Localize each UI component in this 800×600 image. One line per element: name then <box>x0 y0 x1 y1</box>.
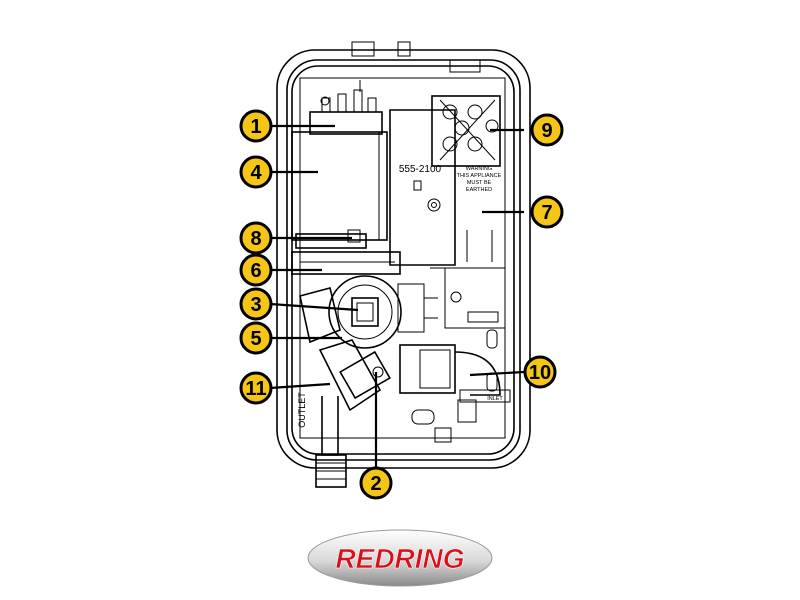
callout-number: 7 <box>541 202 552 224</box>
callout-6: 6 <box>239 253 273 287</box>
callout-number: 3 <box>250 294 261 316</box>
warning-line: THIS APPLIANCE <box>457 173 502 179</box>
callout-number: 1 <box>250 116 261 138</box>
flow-valve <box>299 275 438 349</box>
callout-number: 8 <box>250 228 261 250</box>
inlet-label: INLET <box>487 396 503 402</box>
warning-line: MUST BE <box>467 180 492 186</box>
thermal-cutout <box>309 80 383 135</box>
leader-lines <box>269 124 525 468</box>
outlet-label: OUTLET <box>297 392 307 428</box>
callout-number: 6 <box>250 260 261 282</box>
model-label: 555-2100 <box>399 164 442 175</box>
logo-text: REDRING <box>335 543 464 574</box>
warning-line: WARNING <box>466 166 492 172</box>
callout-7: 7 <box>530 195 564 229</box>
callout-number: 5 <box>250 328 261 350</box>
warning-line: EARTHED <box>466 187 492 193</box>
callout-9: 9 <box>530 113 564 147</box>
callout-1: 1 <box>239 109 273 143</box>
callout-5: 5 <box>239 321 273 355</box>
mounting-plate: 555-2100 <box>389 109 506 329</box>
callout-8: 8 <box>239 221 273 255</box>
outlet-assembly: OUTLET <box>297 339 391 488</box>
inlet-filter: INLET <box>399 329 511 443</box>
callout-11: 11 <box>239 371 273 405</box>
callout-10: 10 <box>523 355 557 389</box>
callout-number: 9 <box>541 120 552 142</box>
redring-logo: REDRING <box>307 529 493 587</box>
heater-tank <box>291 131 388 241</box>
callout-number: 11 <box>245 378 266 400</box>
callout-4: 4 <box>239 155 273 189</box>
callout-number: 10 <box>529 362 551 384</box>
terminal-block <box>431 95 501 167</box>
callout-number: 4 <box>250 162 262 184</box>
callout-2: 2 <box>359 466 393 500</box>
callout-3: 3 <box>239 287 273 321</box>
warning-label: WARNING THIS APPLIANCE MUST BE EARTHED <box>457 166 502 193</box>
unit-casing <box>276 41 531 469</box>
pressure-switch <box>291 229 401 275</box>
callout-number: 2 <box>370 473 381 495</box>
